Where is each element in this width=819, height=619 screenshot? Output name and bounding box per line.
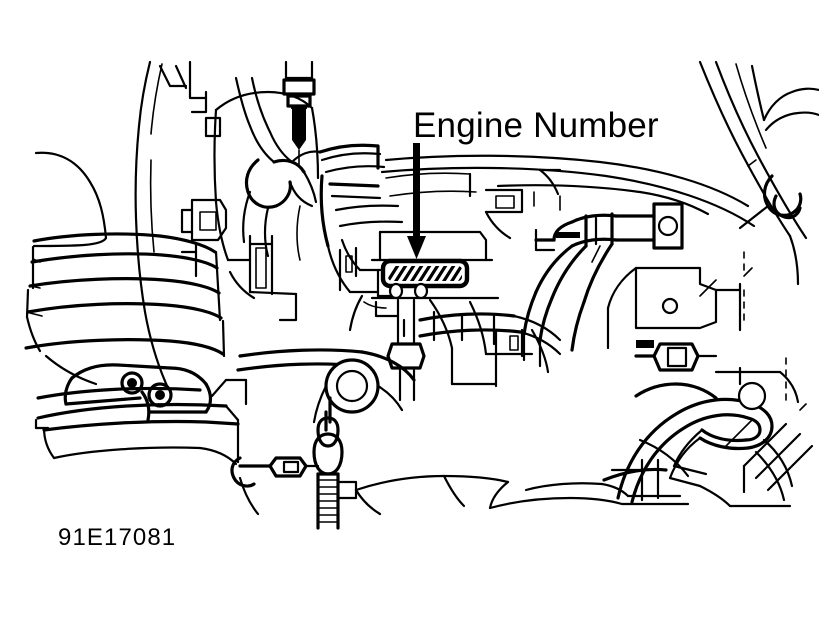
- figure-caption: 91E17081: [58, 524, 176, 551]
- engine-top-cover: [213, 90, 320, 322]
- mounting-bracket: [34, 363, 248, 466]
- right-curved-hoses: [698, 60, 819, 286]
- lower-center-housing: [374, 298, 550, 402]
- engine-number-face: [370, 168, 562, 300]
- boss-inner: [335, 369, 369, 403]
- engine-block: [318, 143, 404, 332]
- lower-casting: [354, 458, 690, 516]
- bottom-right-hose-loop: [610, 366, 807, 508]
- engine-number-stamping-pad: [380, 258, 470, 300]
- vacuum-lines: [234, 76, 322, 261]
- bracket-plate-hole: [661, 297, 679, 315]
- arrow-shaft: [413, 143, 420, 241]
- pad-boss-left: [388, 282, 404, 300]
- round-boss: [236, 348, 416, 424]
- center-hose: [402, 310, 562, 356]
- coolant-hoses: [522, 202, 684, 368]
- hose-fitting-circle: [657, 215, 679, 237]
- body-sweep-lines: [380, 154, 756, 228]
- engine-number-callout-label: Engine Number: [413, 106, 659, 145]
- engine-number-pointer-arrow: [407, 143, 426, 259]
- hose-end-circle: [737, 381, 767, 411]
- air-intake-boot: [24, 151, 226, 386]
- upper-left-brackets: [158, 60, 228, 278]
- bracket-hole-right-center: [155, 390, 165, 400]
- arrow-head: [407, 236, 426, 259]
- reference-lines: [699, 251, 787, 401]
- pad-boss-right: [413, 282, 429, 300]
- threaded-stud: [230, 410, 358, 530]
- bracket-hole-left-center: [127, 378, 137, 388]
- hex-bolt: [282, 60, 316, 165]
- lower-right-hatch: [725, 419, 814, 494]
- right-bracket-plate: [606, 266, 742, 372]
